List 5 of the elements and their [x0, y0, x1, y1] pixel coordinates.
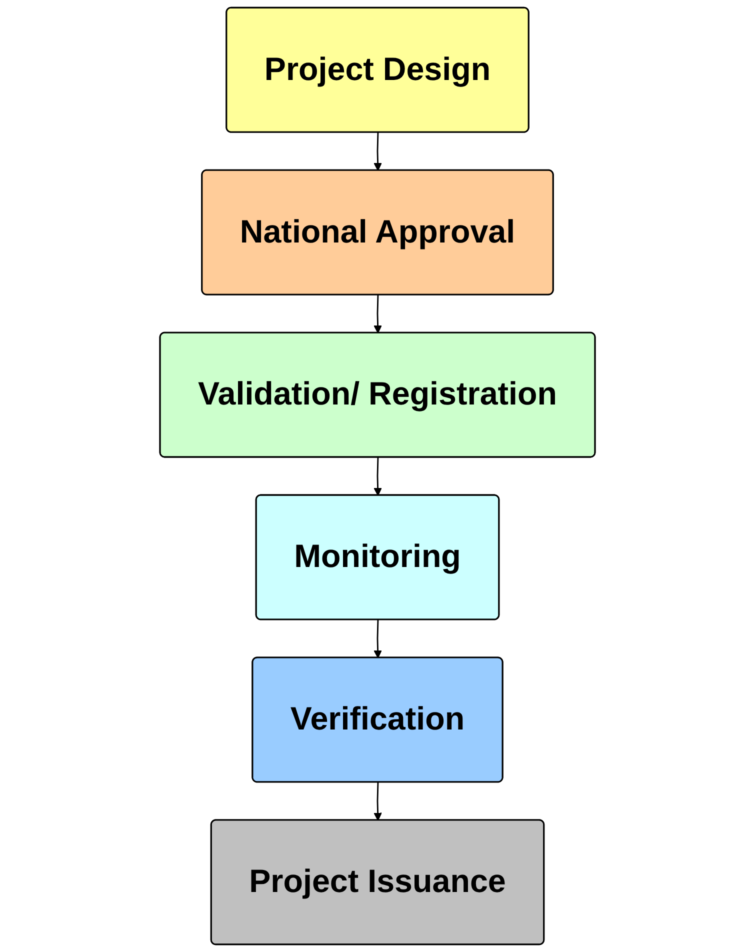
arrow: [374, 620, 382, 658]
arrow: [374, 782, 382, 821]
arrow: [374, 457, 382, 496]
arrow: [374, 132, 382, 171]
arrow: [374, 294, 382, 334]
